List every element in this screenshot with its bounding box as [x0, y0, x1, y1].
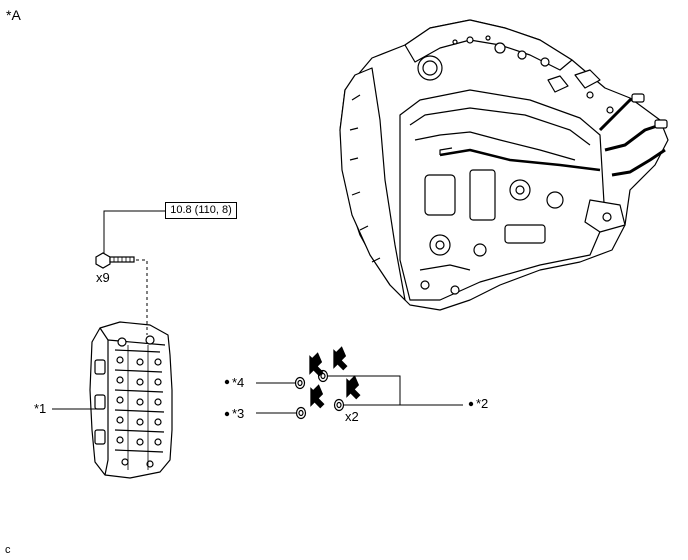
- valve-body-assembly: [89, 321, 173, 479]
- new-part-arrow-icon: [309, 346, 361, 409]
- callout-1: *1: [34, 401, 47, 416]
- view-label: *A: [6, 7, 21, 23]
- bolt-icon: [95, 252, 135, 269]
- bolt-quantity: x9: [96, 270, 110, 285]
- footer-code: c: [5, 544, 11, 556]
- gasket-leaders: [256, 375, 463, 414]
- callout-3: *3: [232, 406, 245, 421]
- torque-spec-box: 10.8 (110, 8): [165, 202, 237, 219]
- transaxle-assembly: [339, 19, 669, 311]
- callout-4: *4: [232, 375, 245, 390]
- install-dashed-line: [136, 259, 148, 335]
- torque-leader-line: [103, 210, 165, 253]
- non-reusable-bullet-icon: [224, 379, 474, 417]
- callout-2: *2: [476, 396, 489, 411]
- gasket-quantity: x2: [345, 409, 359, 424]
